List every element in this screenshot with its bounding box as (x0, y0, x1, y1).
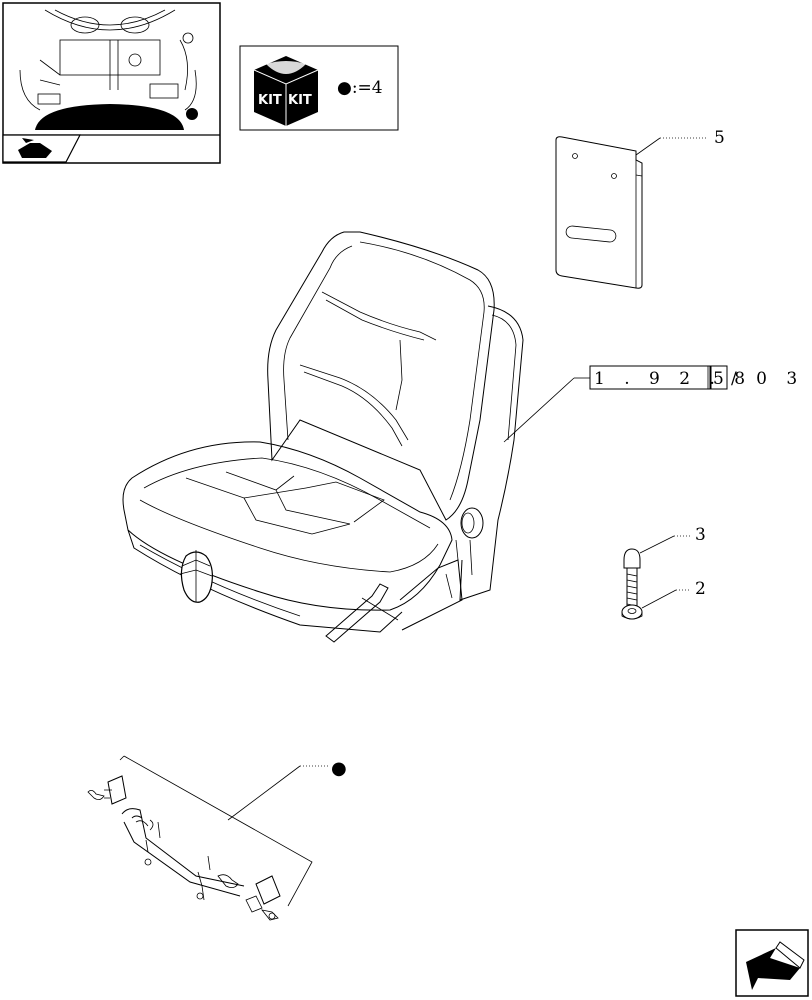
kit-bullet-callout: ● (331, 758, 347, 779)
cross-reference-suffix: / 0 3 A (731, 369, 812, 389)
kit-label-left: KIT (258, 93, 282, 108)
part-5-seat-pad[interactable] (555, 136, 661, 289)
kit-label-right: KIT (288, 93, 312, 108)
operator-seat[interactable] (122, 231, 524, 643)
seat-belt-kit[interactable] (87, 755, 330, 921)
cross-reference-boxed: 1 . 9 2 . 8 (594, 369, 752, 389)
callout-5: 5 (714, 128, 725, 148)
callout-3: 3 (695, 525, 706, 545)
cross-reference-digit: 5 (713, 369, 724, 389)
back-arrow-icon[interactable] (2, 134, 81, 163)
part-3-bolt[interactable] (623, 535, 675, 609)
callout-2: 2 (695, 579, 706, 599)
part-2-washer[interactable] (621, 589, 677, 620)
next-page-arrow-icon[interactable] (735, 929, 809, 997)
kit-quantity-legend: ●:=4 (337, 78, 383, 98)
cross-reference[interactable]: 1 . 9 2 . 8 5 / 0 3 A (503, 365, 812, 443)
kit-legend: KIT KIT ●:=4 (239, 45, 399, 131)
